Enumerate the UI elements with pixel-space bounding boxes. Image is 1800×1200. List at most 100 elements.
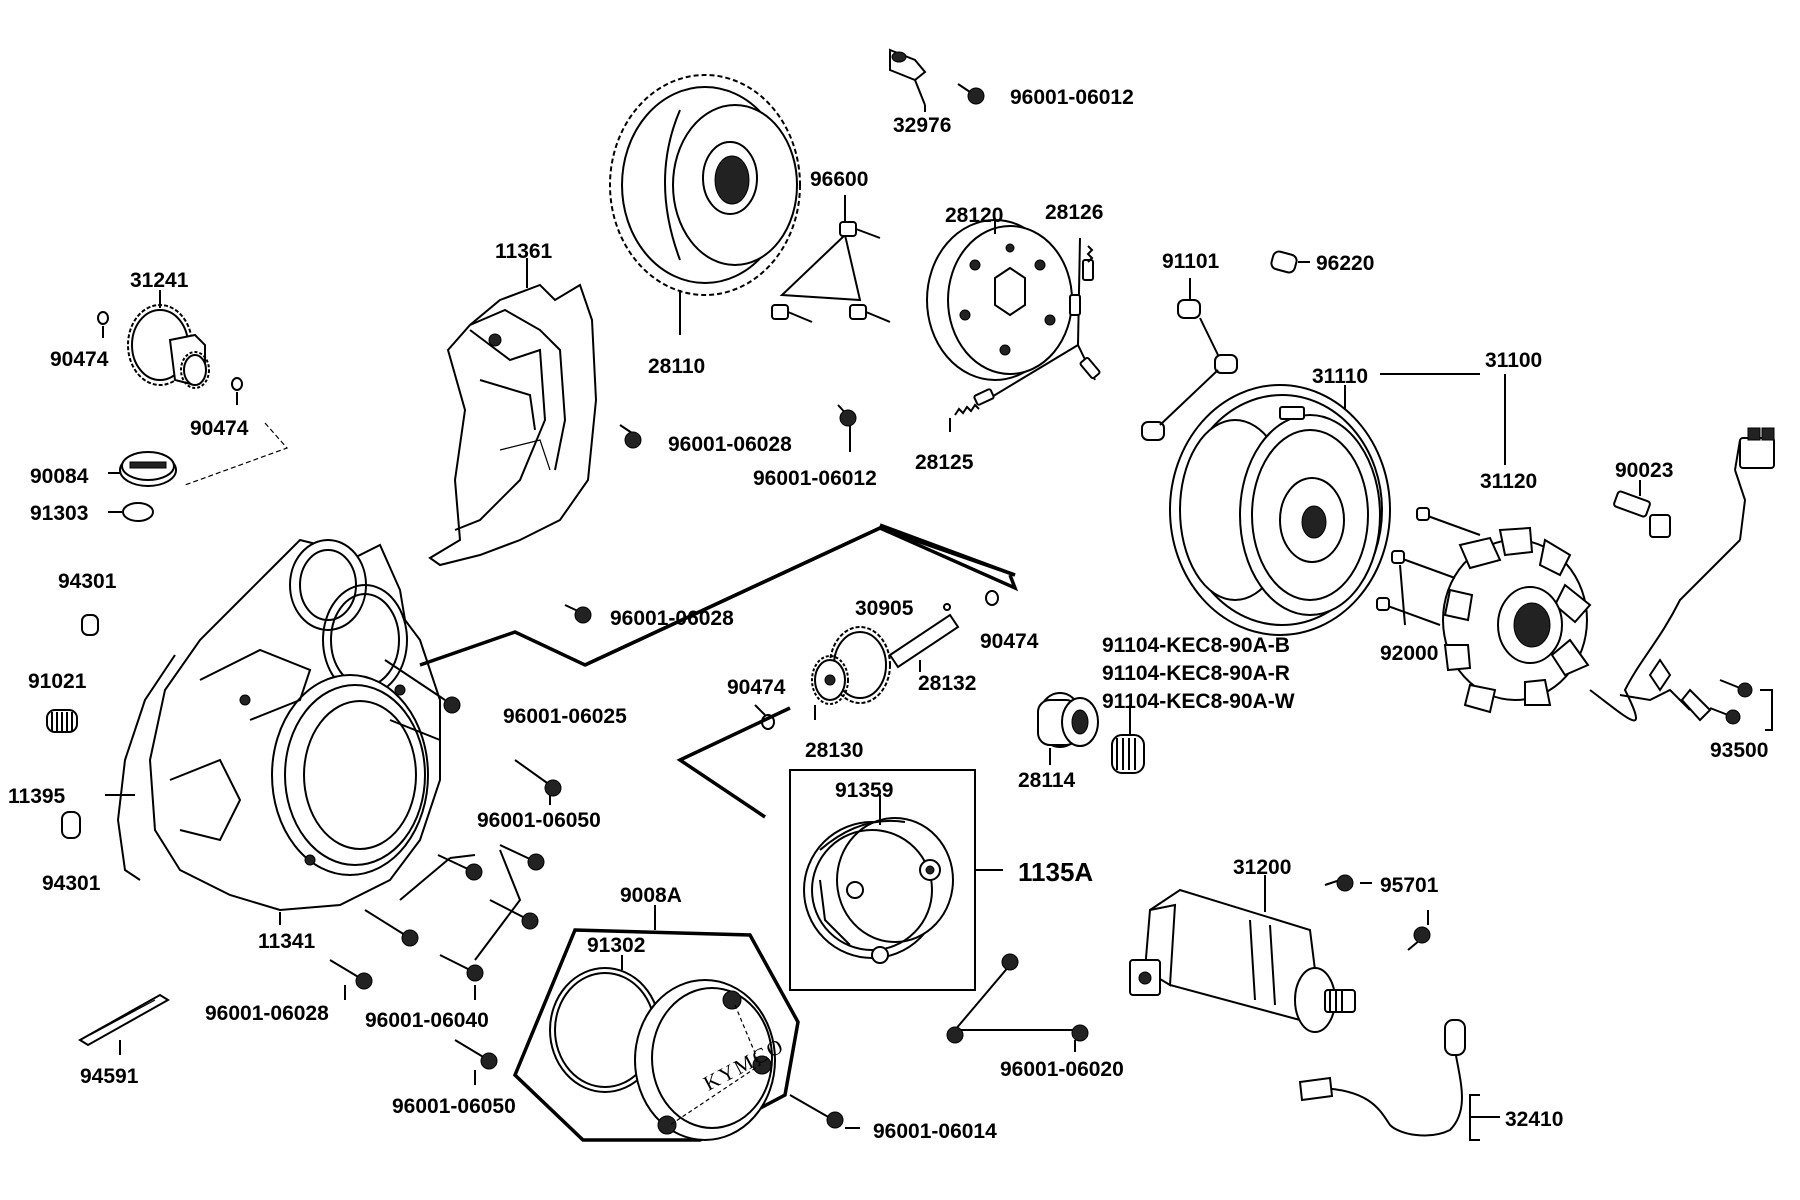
part-94591-dipstick	[78, 993, 170, 1047]
label-31100: 31100	[1485, 349, 1542, 372]
wiring-harness	[1589, 427, 1775, 722]
part-28110-starter-gear	[609, 74, 801, 296]
bolts-95701	[1324, 874, 1431, 951]
label-96001-06025: 96001-06025	[503, 705, 627, 728]
dowel-94301-b	[61, 811, 81, 839]
label-30905: 30905	[855, 597, 914, 620]
label-31110: 31110	[1312, 365, 1368, 388]
label-90474-d: 90474	[727, 676, 786, 699]
bolt-96001-06012-b	[837, 404, 857, 427]
label-91101: 91101	[1162, 250, 1220, 273]
label-32410: 32410	[1505, 1108, 1563, 1131]
bolt-96001-06050-b	[454, 1039, 498, 1070]
label-11361: 11361	[495, 240, 553, 263]
label-90023: 90023	[1615, 459, 1673, 482]
label-96001-06028-c: 96001-06028	[205, 1002, 329, 1025]
label-1135A: 1135A	[1018, 857, 1093, 887]
bolt-96001-06028-a	[619, 424, 642, 449]
label-94591: 94591	[80, 1065, 139, 1088]
circlip-90474-c	[985, 590, 999, 606]
label-95701: 95701	[1380, 874, 1439, 897]
label-28110: 28110	[648, 355, 705, 378]
label-94301-a: 94301	[58, 570, 117, 593]
bolt-96001-06025	[384, 659, 461, 714]
circlip-90474-a	[97, 311, 109, 325]
part-28132-shaft	[888, 613, 960, 669]
circlip-90474-b	[231, 377, 243, 391]
part-96220	[1270, 250, 1298, 274]
bolt-96001-06028-c	[329, 959, 373, 990]
label-11395: 11395	[8, 785, 66, 808]
part-11341-crankcase-cover	[116, 538, 441, 912]
label-90474-c: 90474	[980, 630, 1039, 653]
bolt-96001-06028-b	[564, 604, 592, 624]
dowels-91101	[1141, 299, 1238, 441]
label-96001-06012-b: 96001-06012	[753, 467, 877, 490]
part-28114-bushing	[1037, 692, 1099, 748]
label-28132: 28132	[918, 672, 976, 695]
bearing-91021	[46, 709, 78, 733]
label-28125: 28125	[915, 451, 974, 474]
label-11341: 11341	[258, 930, 316, 953]
label-96001-06028-a: 96001-06028	[668, 433, 792, 456]
label-28130: 28130	[805, 739, 863, 762]
label-90474-a: 90474	[50, 348, 109, 371]
bolts-96001-06040	[364, 844, 545, 1000]
label-9008A: 9008A	[620, 884, 682, 907]
label-91302: 91302	[587, 934, 645, 957]
part-31110-flywheel	[1169, 384, 1391, 636]
part-28130-gear	[811, 626, 891, 705]
bolt-96001-06050-a	[514, 759, 562, 797]
label-93500: 93500	[1710, 739, 1768, 762]
label-31120: 31120	[1480, 470, 1537, 493]
label-91303: 91303	[30, 502, 88, 525]
label-96001-06020: 96001-06020	[1000, 1058, 1124, 1081]
bolt-90023	[1613, 490, 1671, 538]
label-96220: 96220	[1316, 252, 1374, 275]
circlip-90474-d	[761, 714, 775, 730]
label-94301-b: 94301	[42, 872, 101, 895]
dowel-94301-a	[81, 614, 99, 636]
part-32410-cable	[1298, 1019, 1466, 1137]
bearing-91104	[1111, 734, 1145, 774]
label-96001-06050-b: 96001-06050	[392, 1095, 516, 1118]
label-31241: 31241	[130, 269, 189, 292]
bolt-96001-06012-a	[957, 83, 985, 105]
label-90474-b: 90474	[190, 417, 249, 440]
labels: 32976 96001-06012 96600 28120 28126 1136…	[8, 86, 1768, 1143]
label-28114: 28114	[1018, 769, 1076, 792]
bolts-96001-06020	[946, 953, 1089, 1044]
assembly-box-1135A	[789, 769, 976, 991]
washer-91303	[122, 502, 154, 522]
label-91021: 91021	[28, 670, 87, 693]
bolts-92000	[1376, 507, 1481, 626]
parts-28126-28125	[954, 237, 1101, 416]
part-31120-stator	[1442, 526, 1592, 714]
bolt-96001-06014	[789, 1094, 844, 1129]
label-96001-06050-a: 96001-06050	[477, 809, 601, 832]
part-31241-idle-gear	[127, 304, 210, 389]
label-28120: 28120	[945, 204, 1003, 227]
label-32976: 32976	[893, 114, 951, 137]
label-91104-b: 91104-KEC8-90A-B	[1102, 634, 1290, 657]
label-90084: 90084	[30, 465, 89, 488]
part-32976-guide	[889, 48, 927, 106]
label-91104-w: 91104-KEC8-90A-W	[1102, 690, 1295, 713]
screws-93500	[1709, 679, 1773, 731]
part-kymco-cover: KYMCO	[634, 979, 788, 1141]
pin-30905	[943, 603, 951, 611]
part-90084-plug	[119, 451, 177, 487]
label-96001-06040: 96001-06040	[365, 1009, 489, 1032]
part-28120-starter-clutch	[926, 219, 1073, 381]
label-91359: 91359	[835, 779, 893, 802]
label-96001-06012-a: 96001-06012	[1010, 86, 1134, 109]
label-91104-r: 91104-KEC8-90A-R	[1102, 662, 1290, 685]
label-96001-06014: 96001-06014	[873, 1120, 997, 1143]
part-11361-cover	[428, 283, 598, 567]
label-31200: 31200	[1233, 856, 1291, 879]
label-96600: 96600	[810, 168, 868, 191]
label-92000: 92000	[1380, 642, 1438, 665]
bolts-96600	[771, 221, 891, 323]
label-96001-06028-b: 96001-06028	[610, 607, 734, 630]
